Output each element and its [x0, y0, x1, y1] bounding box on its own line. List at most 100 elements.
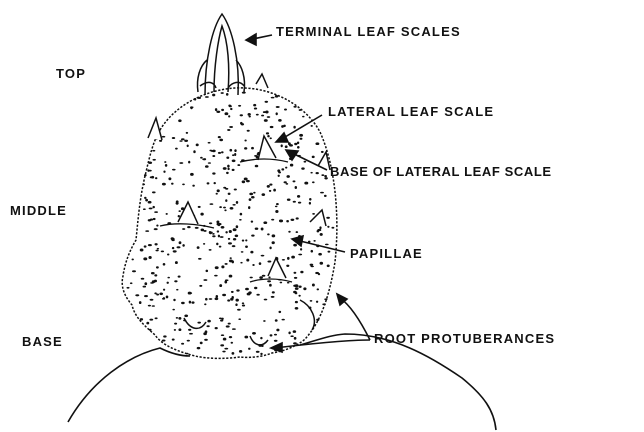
papilla-dot — [225, 199, 227, 202]
arrowhead-lateral — [276, 133, 288, 142]
papilla-dot — [271, 97, 275, 99]
papilla-dot — [212, 235, 215, 237]
papilla-dot — [300, 138, 303, 140]
papilla-dot — [253, 104, 256, 107]
papilla-dot — [166, 213, 168, 215]
papilla-dot — [285, 145, 288, 148]
papilla-dot — [150, 299, 154, 301]
papilla-dot — [212, 94, 215, 97]
papilla-dot — [149, 319, 153, 321]
papilla-dot — [217, 189, 220, 192]
papilla-dot — [210, 203, 214, 205]
papilla-dot — [172, 247, 174, 249]
papilla-dot — [149, 329, 152, 331]
papilla-dot — [172, 137, 175, 139]
papilla-dot — [269, 284, 272, 287]
papilla-dot — [208, 162, 211, 164]
papilla-dot — [178, 276, 181, 278]
arrowhead-terminal — [246, 34, 256, 45]
papilla-dot — [198, 206, 201, 208]
papilla-dot — [232, 169, 235, 171]
papilla-dot — [176, 317, 178, 319]
papilla-dot — [304, 182, 308, 185]
papilla-dot — [216, 295, 219, 298]
papilla-dot — [223, 207, 226, 209]
papilla-dot — [231, 291, 234, 293]
label-root-protuberances: ROOT PROTUBERANCES — [374, 331, 555, 346]
papilla-dot — [286, 220, 289, 222]
papilla-dot — [267, 135, 270, 137]
papilla-dot — [263, 221, 267, 224]
papilla-dot — [251, 147, 254, 150]
papilla-dot — [225, 263, 228, 265]
papilla-dot — [203, 279, 207, 281]
papilla-dot — [233, 238, 236, 241]
label-papillae: PAPILLAE — [350, 246, 423, 261]
papilla-dot — [209, 231, 213, 233]
papilla-dot — [181, 302, 185, 304]
papilla-dot — [186, 353, 188, 355]
papilla-dot — [275, 95, 279, 98]
papilla-dot — [316, 319, 319, 321]
papilla-dot — [286, 265, 289, 267]
papilla-dot — [232, 154, 234, 156]
papilla-dot — [320, 233, 323, 236]
papilla-dot — [223, 187, 226, 189]
papilla-dot — [220, 344, 224, 346]
papilla-dot — [294, 143, 297, 145]
papilla-dot — [260, 353, 262, 355]
papilla-dot — [253, 192, 255, 194]
papilla-dot — [148, 161, 152, 164]
papilla-dot — [238, 105, 241, 107]
papilla-dot — [236, 201, 238, 204]
papilla-dot — [225, 231, 227, 233]
papilla-dot — [159, 293, 163, 296]
papilla-dot — [154, 274, 157, 276]
papilla-dot — [311, 250, 313, 253]
papilla-dot — [234, 153, 236, 156]
papilla-dot — [181, 138, 185, 140]
papilla-dot — [278, 119, 282, 122]
papilla-dot — [232, 328, 236, 330]
papilla-dot — [148, 244, 152, 246]
papilla-dot — [144, 197, 147, 199]
papilla-dot — [183, 319, 186, 321]
papilla-dot — [163, 170, 165, 172]
papilla-dot — [324, 195, 327, 197]
papilla-dot — [232, 245, 236, 247]
papilla-dot — [152, 150, 155, 152]
papilla-dot — [143, 257, 147, 260]
papilla-dot — [179, 140, 182, 142]
papilla-dot — [317, 288, 319, 290]
papilla-dot — [251, 196, 255, 199]
papilla-dot — [143, 286, 147, 288]
papilla-dot — [130, 282, 133, 284]
papilla-dot — [207, 182, 210, 184]
papilla-dot — [205, 330, 208, 333]
papilla-dot — [229, 105, 232, 107]
papilla-dot — [227, 129, 230, 131]
papilla-dot — [211, 150, 214, 152]
papilla-dot — [252, 332, 256, 335]
papilla-dot — [190, 106, 193, 108]
papilla-dot — [200, 157, 203, 159]
papilla-dot — [286, 175, 289, 178]
papilla-dot — [167, 277, 170, 279]
papilla-dot — [215, 327, 218, 329]
papilla-dot — [244, 336, 248, 339]
papilla-dot — [312, 156, 315, 159]
papilla-dot — [219, 284, 222, 287]
papilla-dot — [291, 256, 295, 259]
papilla-dot — [239, 219, 242, 221]
papilla-dot — [278, 311, 281, 313]
papilla-dot — [151, 176, 154, 179]
papilla-dot — [279, 219, 283, 222]
papilla-dot — [205, 298, 208, 301]
papilla-dot — [229, 126, 233, 128]
papilla-dot — [173, 299, 175, 301]
papilla-dot — [179, 241, 182, 244]
papilla-dot — [177, 246, 181, 248]
papilla-dot — [162, 298, 165, 300]
papilla-dot — [195, 227, 199, 229]
